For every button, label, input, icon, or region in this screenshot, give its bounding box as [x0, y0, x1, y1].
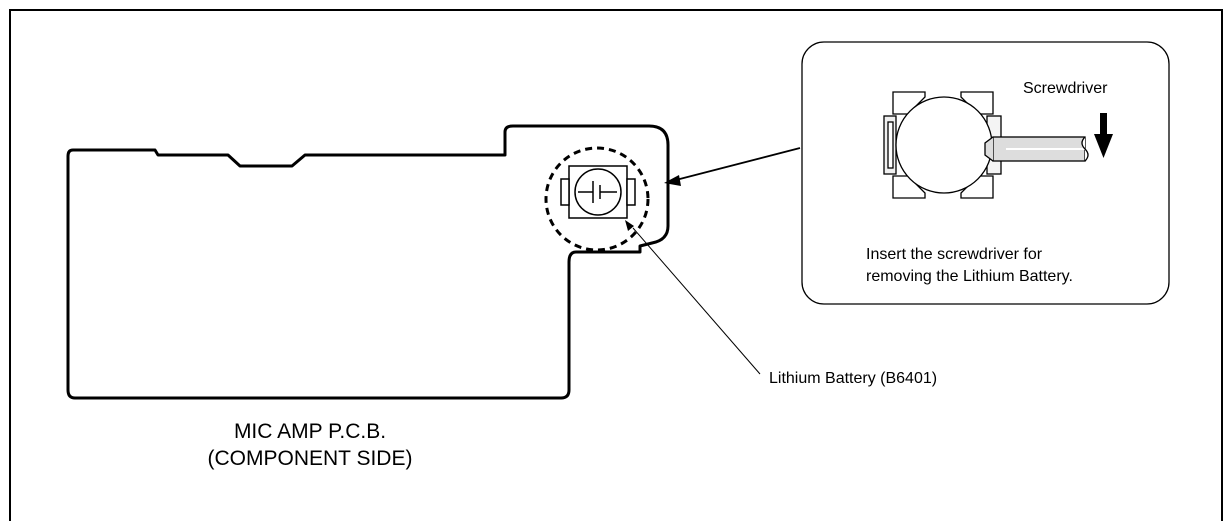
- pcb-outline: [66, 124, 670, 400]
- detail-pointer-arrowhead: [664, 175, 681, 186]
- diagram-frame: [9, 9, 1223, 521]
- battery-cell-icon: [578, 181, 617, 203]
- battery-holder: [560, 165, 636, 219]
- detail-pointer-line: [671, 147, 801, 182]
- pcb-label: MIC AMP P.C.B. (COMPONENT SIDE): [160, 418, 460, 472]
- holder-detail-tab-left-inner: [887, 121, 894, 169]
- instruction-line-1: Insert the screwdriver for: [866, 246, 1043, 263]
- screwdriver-tip: [984, 136, 994, 162]
- screwdriver: [984, 136, 1089, 162]
- instruction-line-2: removing the Lithium Battery.: [866, 268, 1073, 285]
- instruction-text: Insert the screwdriver for removing the …: [866, 244, 1073, 288]
- holder-detail-clip-bottom-left: [892, 175, 926, 199]
- holder-tab-left: [560, 178, 570, 206]
- battery-cell: [574, 168, 622, 216]
- screwdriver-label: Screwdriver: [1023, 80, 1108, 97]
- screwdriver-break: [1081, 136, 1089, 162]
- battery-highlight-circle: [544, 146, 650, 252]
- arrow-down-icon: [1094, 113, 1113, 158]
- pcb-title: MIC AMP P.C.B.: [233, 420, 387, 443]
- holder-detail-clip-bottom-right: [960, 175, 994, 199]
- battery-leader-line: [632, 227, 761, 375]
- pcb-subtitle: (COMPONENT SIDE): [207, 447, 413, 470]
- holder-detail: [883, 91, 1002, 199]
- holder-tab-right: [626, 178, 636, 206]
- battery-leader-arrowhead: [625, 220, 634, 231]
- battery-label: Lithium Battery (B6401): [769, 370, 938, 387]
- holder-detail-clip-top-right: [960, 91, 994, 115]
- battery-detail-cell: [895, 96, 993, 194]
